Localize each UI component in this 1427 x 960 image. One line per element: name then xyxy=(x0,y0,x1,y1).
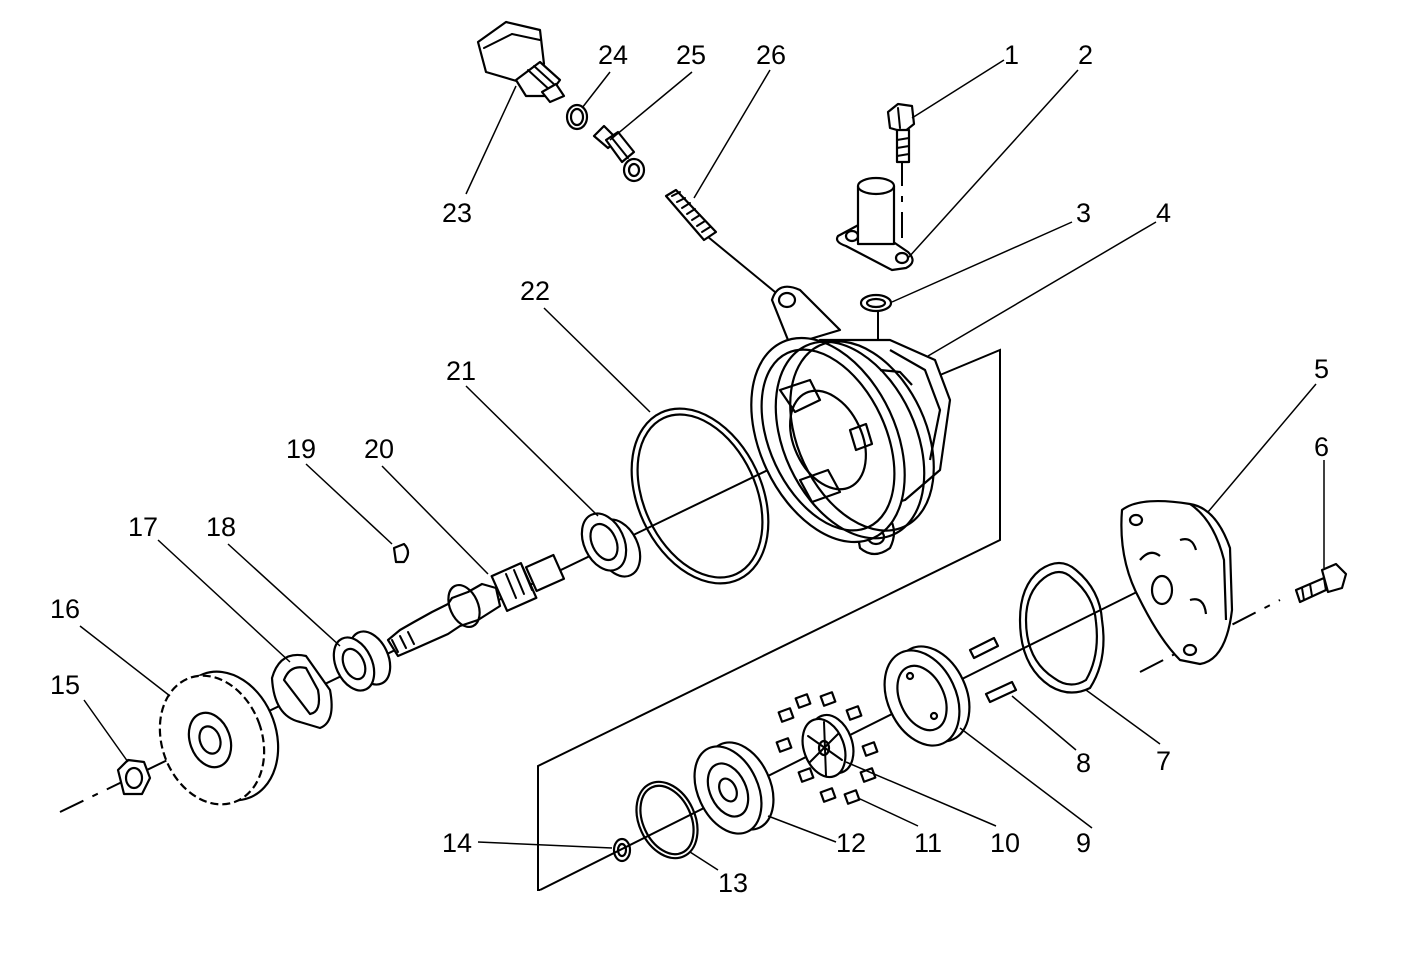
key-part-19 xyxy=(392,542,410,564)
end-cover-part-5 xyxy=(1120,500,1234,666)
seal-part-21 xyxy=(580,512,642,578)
retainer-part-17 xyxy=(270,653,333,730)
callout-7: 7 xyxy=(1156,746,1171,776)
bolt-part-1 xyxy=(886,102,916,164)
rotor-part-10 xyxy=(801,713,855,779)
callout-22: 22 xyxy=(520,276,550,306)
gasket-part-7 xyxy=(1018,561,1105,694)
callout-13: 13 xyxy=(718,868,748,898)
callout-9: 9 xyxy=(1076,828,1091,858)
callout-8: 8 xyxy=(1076,748,1091,778)
shaft-part-20 xyxy=(386,553,566,658)
o-ring-part-3 xyxy=(859,293,893,313)
callout-18: 18 xyxy=(206,512,236,542)
o-ring-part-22 xyxy=(630,407,770,585)
snap-ring-part-14 xyxy=(612,837,632,863)
callout-23: 23 xyxy=(442,198,472,228)
callout-11: 11 xyxy=(914,828,942,858)
leader-lines xyxy=(79,59,1325,871)
cam-ring-part-9 xyxy=(883,645,971,747)
spring-part-26 xyxy=(664,188,718,242)
fitting-part-23 xyxy=(476,20,566,104)
pump-housing-part-4 xyxy=(750,285,952,556)
dowel-pins-part-8 xyxy=(968,636,1018,704)
valve-part-25 xyxy=(592,124,646,183)
callout-24: 24 xyxy=(598,40,628,70)
callout-3: 3 xyxy=(1076,198,1091,228)
callout-14: 14 xyxy=(442,828,472,858)
screw-part-6 xyxy=(1294,562,1348,604)
callout-25: 25 xyxy=(676,40,706,70)
callout-17: 17 xyxy=(128,512,158,542)
callout-20: 20 xyxy=(364,434,394,464)
callout-10: 10 xyxy=(990,828,1020,858)
o-ring-part-13 xyxy=(635,780,699,860)
callout-5: 5 xyxy=(1314,354,1329,384)
callout-16: 16 xyxy=(50,594,80,624)
callout-4: 4 xyxy=(1156,198,1171,228)
callout-26: 26 xyxy=(756,40,786,70)
o-ring-part-24 xyxy=(565,103,589,131)
gear-part-16 xyxy=(158,670,280,806)
callout-12: 12 xyxy=(836,828,866,858)
callout-19: 19 xyxy=(286,434,316,464)
nut-part-15 xyxy=(116,758,152,796)
bearing-part-18 xyxy=(332,630,392,692)
callout-15: 15 xyxy=(50,670,80,700)
callout-6: 6 xyxy=(1314,432,1329,462)
callout-1: 1 xyxy=(1004,40,1019,70)
callout-labels: 1 2 3 4 5 6 7 8 9 10 11 12 13 14 15 16 1… xyxy=(50,40,1329,898)
assembly-bracket xyxy=(537,348,1001,891)
connector-part-2 xyxy=(835,176,914,272)
callout-21: 21 xyxy=(446,356,476,386)
callout-2: 2 xyxy=(1078,40,1093,70)
pressure-plate-part-12 xyxy=(693,741,775,835)
